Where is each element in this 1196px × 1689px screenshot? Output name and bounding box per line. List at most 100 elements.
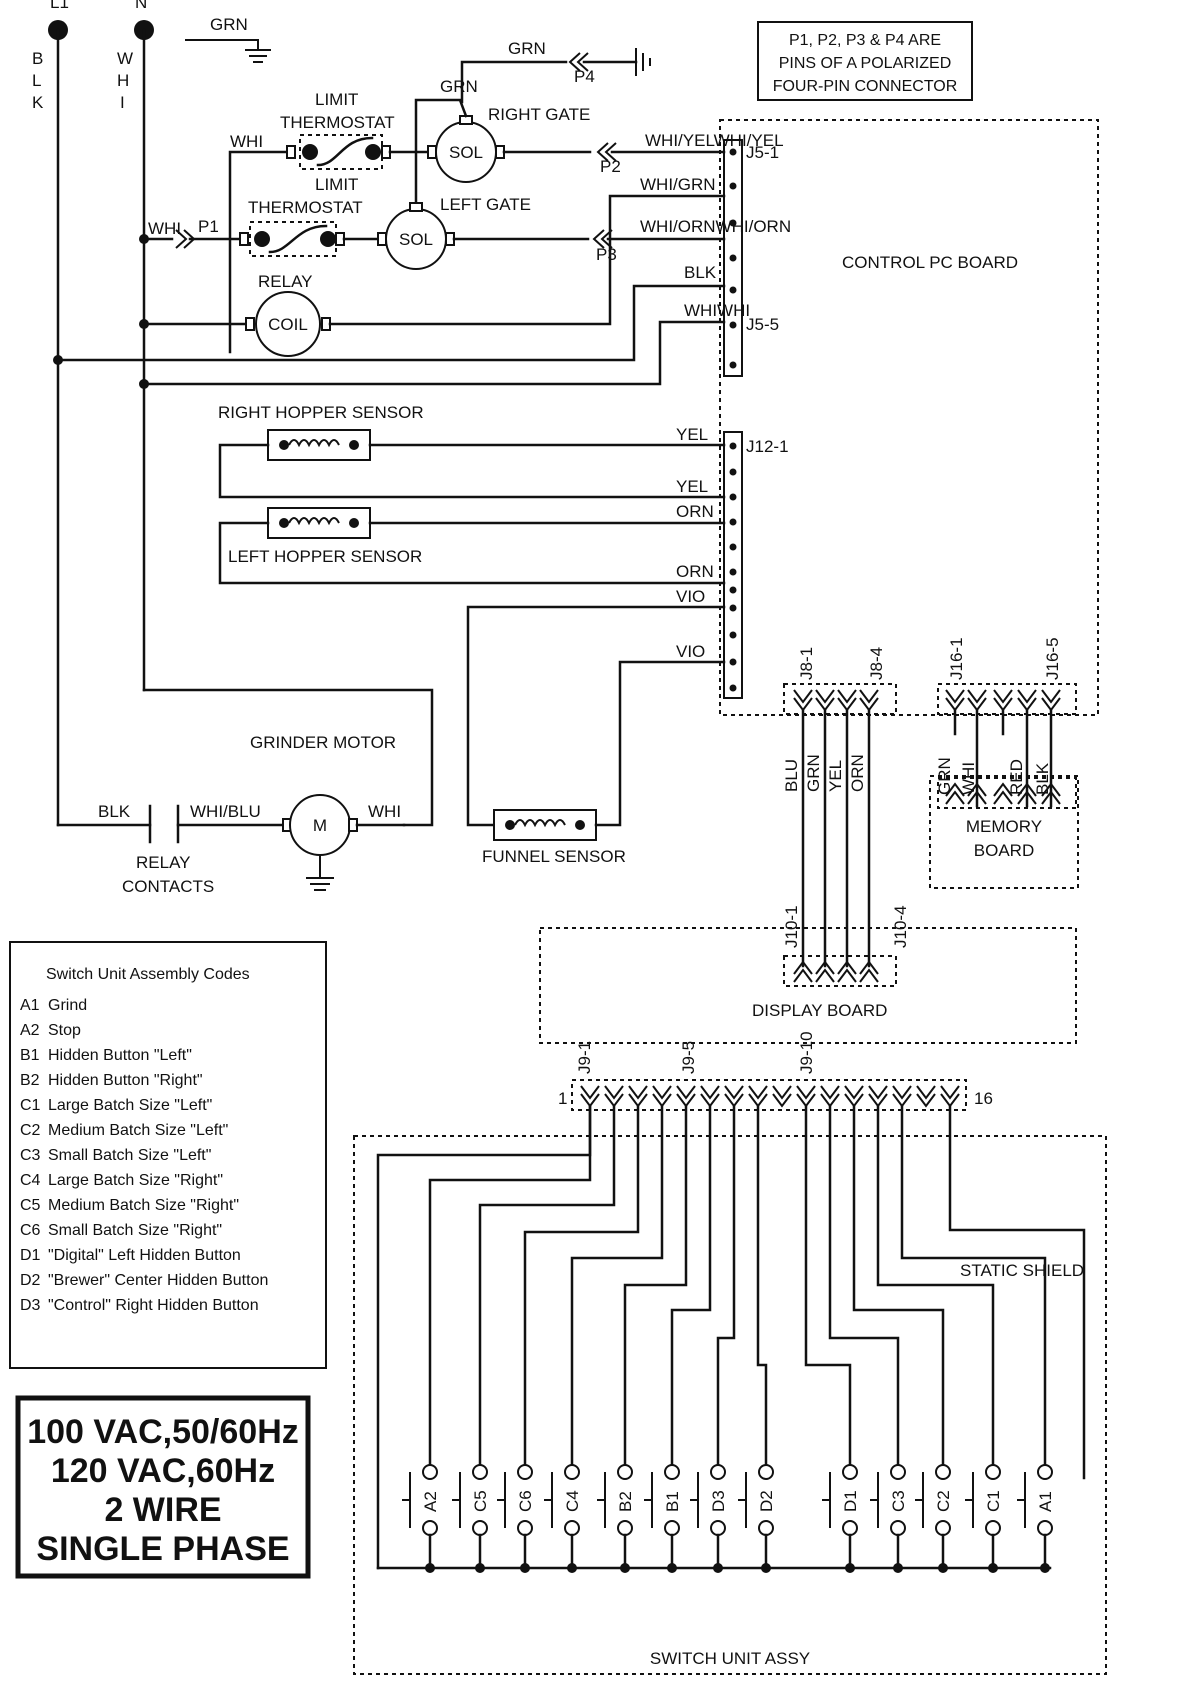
switch-a2: A2 — [402, 1464, 440, 1573]
switch-unit-assy — [353, 1135, 1107, 1675]
code-description: Large Batch Size "Right" — [48, 1172, 223, 1189]
limit-label-1b: THERMOSTAT — [280, 113, 395, 132]
svg-text:J9-10: J9-10 — [797, 1031, 816, 1074]
svg-text:WHI: WHI — [959, 762, 978, 795]
svg-text:RED: RED — [1007, 759, 1026, 795]
switch-label: C2 — [934, 1490, 953, 1512]
top-ground-wire — [185, 39, 259, 50]
right-gate-circuit: WHI LIMIT THERMOSTAT SOL RIGHT GATE P2 W… — [228, 90, 784, 354]
relay-contacts-label-a: RELAY — [136, 853, 191, 872]
switch-d2: D2 — [738, 1464, 776, 1573]
svg-text:J10-4: J10-4 — [891, 905, 910, 948]
switch-label: C5 — [471, 1490, 490, 1512]
switch-unit-label: SWITCH UNIT ASSY — [650, 1649, 810, 1668]
code-id: C3 — [20, 1147, 41, 1164]
left-hopper-label: LEFT HOPPER SENSOR — [228, 547, 422, 566]
j9-pin — [844, 1085, 864, 1100]
whi-orn-label: WHI/ORNWHI/ORN — [640, 217, 791, 236]
switch-c4: C4 — [544, 1464, 582, 1573]
whi-top-wire — [228, 150, 290, 354]
switch-c5: C5 — [452, 1464, 490, 1573]
right-gate-label: RIGHT GATE — [488, 105, 590, 124]
relay-label: RELAY — [258, 272, 313, 291]
orn-label-2: ORN — [676, 562, 714, 581]
switch-b2: B2 — [597, 1464, 635, 1573]
memory-board-label-b: BOARD — [974, 841, 1034, 860]
code-description: "Brewer" Center Hidden Button — [48, 1272, 268, 1289]
j5-5-label: J5-5 — [746, 315, 779, 334]
relay-coil — [255, 291, 321, 357]
code-id: C4 — [20, 1172, 41, 1189]
j9-pin — [916, 1085, 936, 1100]
svg-text:GRN: GRN — [804, 754, 823, 792]
svg-text:J8-1: J8-1 — [797, 647, 816, 680]
relay-contacts-label-b: CONTACTS — [122, 877, 214, 896]
j12-1-label: J12-1 — [746, 437, 789, 456]
j5-1-label: J5-1 — [746, 143, 779, 162]
j12-connector: J12-1 — [723, 431, 789, 699]
code-id: D3 — [20, 1297, 41, 1314]
code-id: A1 — [20, 997, 40, 1014]
svg-text:YEL: YEL — [826, 760, 845, 792]
relay-coil-circuit: RELAY COIL WHI/GRN — [139, 175, 726, 357]
grinder-motor-label: GRINDER MOTOR — [250, 733, 396, 752]
svg-text:GRN: GRN — [935, 757, 954, 795]
svg-text:PINS OF A POLARIZED: PINS OF A POLARIZED — [779, 55, 952, 72]
blk-label-l: L — [32, 71, 41, 90]
switch-label: D1 — [841, 1490, 860, 1512]
codes-title: Switch Unit Assembly Codes — [46, 966, 250, 983]
n-label: N — [135, 0, 147, 12]
switch-label: D3 — [709, 1490, 728, 1512]
svg-text:ORN: ORN — [848, 754, 867, 792]
j8-connector: J8-1 J8-4 BLU GRN YEL ORN J10-1 J10-4 — [782, 647, 910, 987]
svg-text:SOL: SOL — [399, 230, 433, 249]
svg-text:FOUR-PIN CONNECTOR: FOUR-PIN CONNECTOR — [773, 78, 958, 95]
right-hopper-sensor-circuit: RIGHT HOPPER SENSOR YEL YEL — [218, 403, 726, 499]
svg-text:J9-5: J9-5 — [679, 1041, 698, 1074]
blk-label-b: B — [32, 49, 43, 68]
code-id: C6 — [20, 1222, 41, 1239]
code-id: C2 — [20, 1122, 41, 1139]
grinder-motor-circuit: GRINDER MOTOR BLK WHI/BLU WHI M RELAY CO… — [56, 688, 434, 896]
limit-label-2b: THERMOSTAT — [248, 198, 363, 217]
j9-connector: J9-1 J9-5 J9-10 1 16 — [558, 1031, 993, 1111]
power-line-1: 100 VAC,50/60Hz — [27, 1413, 299, 1451]
j9-pin — [700, 1085, 720, 1100]
j9-pin — [724, 1085, 744, 1100]
memory-board-label-a: MEMORY — [966, 817, 1042, 836]
code-description: Medium Batch Size "Left" — [48, 1122, 228, 1139]
switch-label: A2 — [421, 1491, 440, 1512]
static-shield-label: STATIC SHIELD — [960, 1261, 1084, 1280]
j9-pin — [604, 1085, 624, 1100]
j9-pin — [748, 1085, 768, 1100]
code-description: Small Batch Size "Right" — [48, 1222, 222, 1239]
left-gate-circuit: WHI P1 LIMIT THERMOSTAT SOL LEFT GATE P3… — [139, 175, 791, 270]
switch-wiring — [376, 1104, 1086, 1570]
code-description: Large Batch Size "Left" — [48, 1097, 212, 1114]
blk-j5-label: BLK — [684, 263, 717, 282]
switch-c3: C3 — [870, 1464, 908, 1573]
static-shield-wire — [948, 1104, 1086, 1480]
svg-text:BLU: BLU — [782, 759, 801, 792]
whi-wire-label-2: WHI — [148, 219, 181, 238]
switch-c6: C6 — [497, 1464, 535, 1573]
svg-text:SOL: SOL — [449, 143, 483, 162]
whi-j5-label: WHIWHI — [684, 301, 750, 320]
blk-motor-label: BLK — [98, 802, 131, 821]
j9-pin — [772, 1085, 792, 1100]
svg-text:M: M — [313, 816, 327, 835]
p3-label: P3 — [596, 245, 617, 264]
svg-text:J9-1: J9-1 — [575, 1041, 594, 1074]
whi-blu-label: WHI/BLU — [190, 802, 261, 821]
display-board — [539, 927, 1077, 1044]
gate-ground-wiring: GRN GRN P4 — [414, 39, 651, 210]
whi-wire-label-1: WHI — [230, 132, 263, 151]
code-description: Stop — [48, 1022, 81, 1039]
j9-pin — [892, 1085, 912, 1100]
svg-text:J16-5: J16-5 — [1043, 637, 1062, 680]
whi-label-i: I — [120, 93, 125, 112]
j16-connector: J16-1 J16-5 GRN WHI RED BLK MEMORY BOARD — [929, 637, 1079, 889]
p1-label: P1 — [198, 217, 219, 236]
